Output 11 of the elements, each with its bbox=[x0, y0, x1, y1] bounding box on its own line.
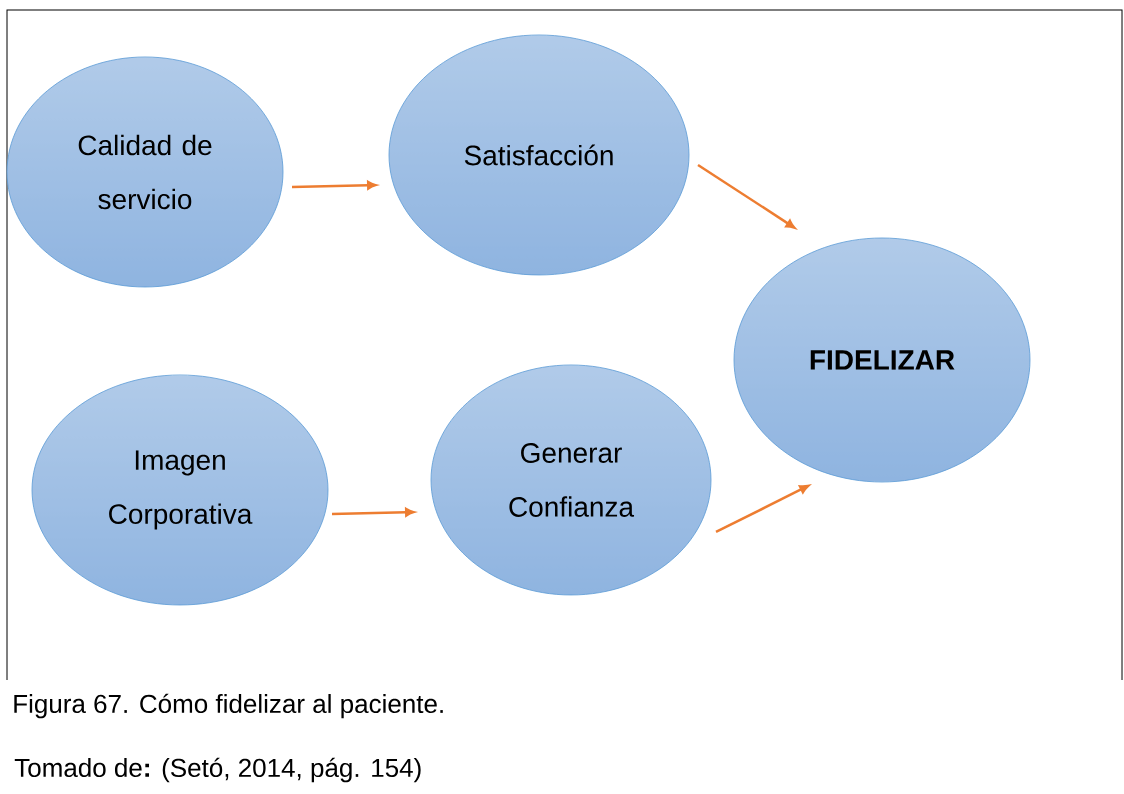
arrow bbox=[715, 484, 810, 534]
ellipse-node: FIDELIZAR bbox=[733, 237, 1031, 483]
source-note: Tomado de: (Setó, 2014, pág. 154) bbox=[14, 757, 421, 783]
ellipse-node: Generar Confianza bbox=[430, 364, 712, 596]
ellipse-node: Calidad de servicio bbox=[6, 56, 284, 288]
ellipse-node: Imagen Corporativa bbox=[31, 374, 329, 606]
arrow bbox=[332, 507, 415, 517]
figure-caption: Figura 67. Cómo fidelizar al paciente. bbox=[14, 693, 443, 719]
arrow bbox=[697, 163, 796, 229]
ellipse-node: Satisfacción bbox=[388, 34, 690, 276]
arrow bbox=[292, 180, 377, 190]
